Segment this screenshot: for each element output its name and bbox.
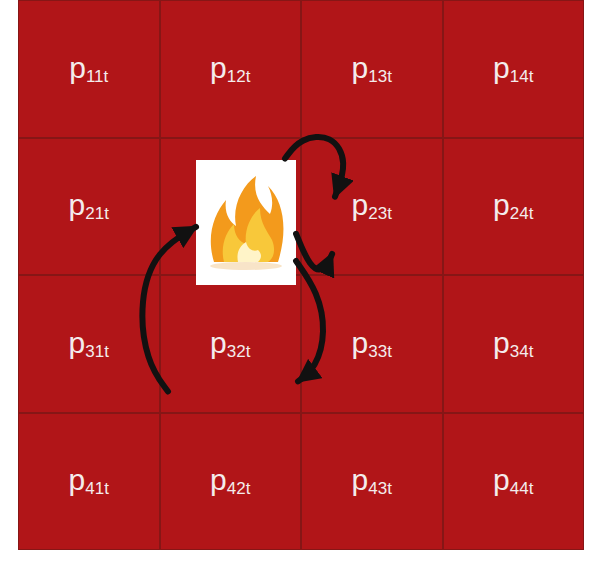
cell-label: p21t xyxy=(69,190,109,222)
cell-label: p34t xyxy=(493,328,533,360)
grid-cell: p23t xyxy=(301,138,443,276)
grid-cell: p42t xyxy=(160,413,302,551)
cell-label: p44t xyxy=(493,465,533,497)
grid-cell: p33t xyxy=(301,275,443,413)
curved-arrow xyxy=(296,234,332,270)
cell-label: p42t xyxy=(210,465,250,497)
cell-label: p33t xyxy=(352,328,392,360)
curved-arrow xyxy=(142,227,196,392)
grid-cell: p24t xyxy=(443,138,585,276)
flame-glow xyxy=(210,262,282,270)
flame-outer xyxy=(211,176,284,262)
grid-cell: p43t xyxy=(301,413,443,551)
grid-cell: p12t xyxy=(160,0,302,138)
cell-label: p32t xyxy=(210,328,250,360)
flame-core xyxy=(237,242,261,262)
grid-cell: p34t xyxy=(443,275,585,413)
icon-background xyxy=(196,160,296,285)
grid-cell: p21t xyxy=(18,138,160,276)
flame-inner xyxy=(223,208,274,262)
cell-label: p13t xyxy=(352,53,392,85)
cell-label: p14t xyxy=(493,53,533,85)
cell-label: p41t xyxy=(69,465,109,497)
cell-label: p12t xyxy=(210,53,250,85)
curved-arrow xyxy=(296,261,323,381)
grid: p11t p12t p13t p14t p21t p23t p24t p31t p32t p33t… xyxy=(18,0,584,550)
grid-cell: p14t xyxy=(443,0,585,138)
cell-label: p24t xyxy=(493,190,533,222)
grid-cell: p13t xyxy=(301,0,443,138)
grid-cell: p44t xyxy=(443,413,585,551)
cell-label: p11t xyxy=(69,53,108,85)
grid-cell: p11t xyxy=(18,0,160,138)
grid-cell: p31t xyxy=(18,275,160,413)
grid-cell: p32t xyxy=(160,275,302,413)
cell-label: p23t xyxy=(352,190,392,222)
cell-label: p43t xyxy=(352,465,392,497)
grid-cell: p41t xyxy=(18,413,160,551)
cell-label: p31t xyxy=(69,328,109,360)
curved-arrow xyxy=(285,137,343,197)
